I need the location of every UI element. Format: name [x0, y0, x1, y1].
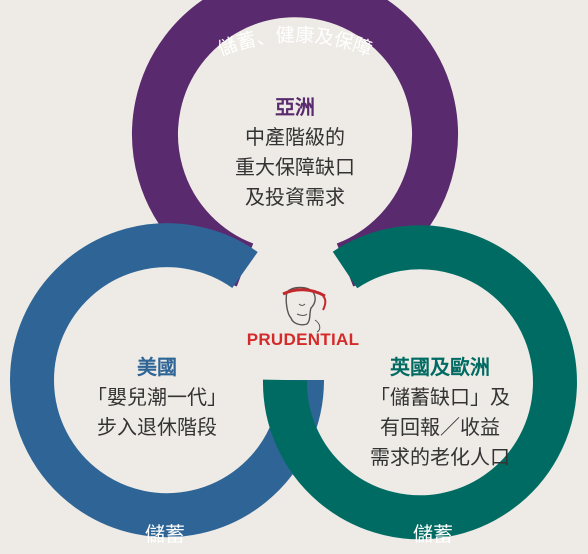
uk-line-2: 有回報／收益: [380, 415, 500, 439]
us-text-block: 美國 「嬰兒潮一代」 步入退休階段: [72, 352, 242, 442]
uk-ring-label: 儲蓄: [413, 522, 453, 546]
uk-text-block: 英國及歐洲 「儲蓄缺口」及 有回報／收益 需求的老化人口: [350, 352, 530, 472]
asia-text-block: 亞洲 中產階級的 重大保障缺口 及投資需求: [205, 92, 385, 212]
uk-ring: [262, 225, 577, 540]
uk-title: 英國及歐洲: [390, 355, 490, 379]
asia-ring: [132, 0, 458, 287]
us-ring-label: 儲蓄: [145, 522, 185, 546]
asia-title: 亞洲: [275, 95, 315, 119]
prudence-head-icon: [282, 286, 327, 333]
us-ring: [10, 223, 324, 538]
us-line-2: 步入退休階段: [97, 415, 217, 439]
uk-line-3: 需求的老化人口: [370, 445, 510, 469]
prudential-wordmark: PRUDENTIAL: [246, 330, 360, 349]
asia-line-1: 中產階級的: [245, 125, 345, 149]
asia-line-2: 重大保障缺口: [235, 155, 355, 179]
us-line-1: 「嬰兒潮一代」: [87, 385, 227, 409]
asia-line-3: 及投資需求: [245, 185, 345, 209]
us-title: 美國: [137, 355, 177, 379]
uk-line-1: 「儲蓄缺口」及: [370, 385, 510, 409]
